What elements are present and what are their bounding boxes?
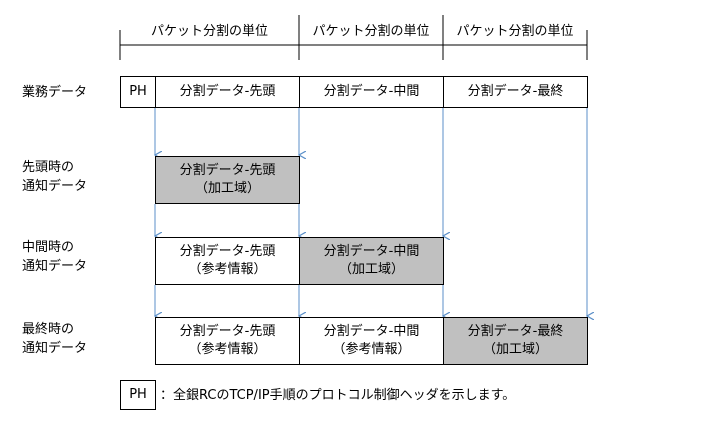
- row-label-line: 通知データ: [22, 178, 88, 194]
- row-label-first: 先頭時の 通知データ: [22, 159, 87, 197]
- row-label-line: 中間時の: [22, 240, 75, 255]
- row-label-line: 通知データ: [22, 258, 88, 274]
- last-cell-last: 分割データ-最終 （加工域）: [443, 317, 588, 365]
- last-cell-first: 分割データ-先頭 （参考情報）: [155, 317, 300, 365]
- cell-line2: （加工域）: [338, 262, 404, 277]
- legend-text: ：全銀RCのTCP/IP手順のプロトコル制御ヘッダを示します。: [160, 388, 516, 403]
- business-cell-last: 分割データ-最終: [443, 76, 588, 108]
- cell-text: 分割データ-中間: [323, 84, 420, 100]
- cell-line1: 分割データ-先頭: [179, 244, 276, 260]
- cell-line1: 分割データ-先頭: [179, 324, 276, 340]
- middle-cell-first: 分割データ-先頭 （参考情報）: [155, 237, 300, 285]
- cell-line2: （参考情報）: [188, 262, 267, 277]
- row-label-last: 最終時の 通知データ: [22, 321, 87, 359]
- business-cell-first: 分割データ-先頭: [155, 76, 300, 108]
- cell-line1: 分割データ-先頭: [179, 163, 276, 179]
- header-segment-3: パケット分割の単位: [456, 24, 574, 39]
- ph-cell: PH: [120, 76, 156, 108]
- header-segment-2: パケット分割の単位: [312, 24, 430, 39]
- header-segment-1: パケット分割の単位: [150, 24, 268, 39]
- cell-line2: （加工域）: [194, 181, 260, 196]
- business-cell-middle: 分割データ-中間: [299, 76, 444, 108]
- cell-text: 分割データ-最終: [467, 84, 564, 100]
- first-cell-first: 分割データ-先頭 （加工域）: [155, 156, 300, 204]
- ph-text: PH: [129, 84, 147, 100]
- cell-line2: （参考情報）: [188, 342, 267, 357]
- legend-ph-text: PH: [129, 387, 147, 403]
- cell-line2: （参考情報）: [332, 342, 411, 357]
- last-cell-middle: 分割データ-中間 （参考情報）: [299, 317, 444, 365]
- cell-line1: 分割データ-中間: [323, 244, 420, 260]
- cell-line1: 分割データ-最終: [467, 324, 564, 340]
- row-label-line: 通知データ: [22, 340, 88, 356]
- legend-ph-box: PH: [120, 380, 156, 410]
- row-label-middle: 中間時の 通知データ: [22, 239, 87, 277]
- cell-line1: 分割データ-中間: [323, 324, 420, 340]
- middle-cell-middle: 分割データ-中間 （加工域）: [299, 237, 444, 285]
- row-label-line: 最終時の: [22, 322, 75, 337]
- cell-line2: （加工域）: [482, 342, 548, 357]
- row-label-line: 先頭時の: [22, 160, 75, 175]
- row-label-business: 業務データ: [22, 85, 88, 100]
- cell-text: 分割データ-先頭: [179, 84, 276, 100]
